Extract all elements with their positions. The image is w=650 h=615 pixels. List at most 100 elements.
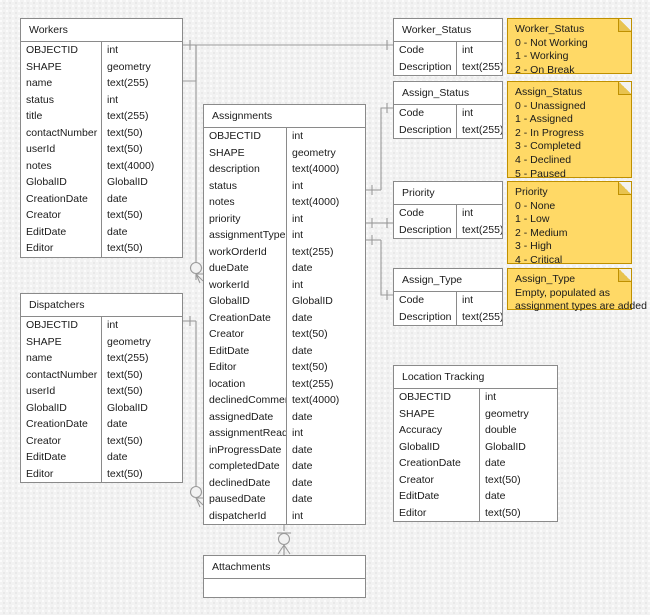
entity-attachments[interactable]: Attachments bbox=[203, 555, 366, 598]
note-line: 2 - Medium bbox=[515, 226, 568, 239]
link-assign-type bbox=[380, 240, 393, 296]
field-name: workOrderId bbox=[209, 245, 267, 258]
field-type: date bbox=[479, 488, 557, 505]
field-row: workOrderId text(255) bbox=[204, 243, 365, 260]
field-type: geometry bbox=[101, 333, 182, 350]
field-name: EditDate bbox=[26, 451, 67, 463]
field-name: notes bbox=[209, 196, 235, 208]
field-name: EditDate bbox=[399, 490, 440, 502]
field-type: date bbox=[286, 408, 365, 425]
field-name: CreationDate bbox=[399, 457, 461, 469]
field-name: status bbox=[26, 93, 55, 106]
field-row: EditDate date bbox=[394, 488, 557, 505]
field-type: geometry bbox=[286, 144, 365, 161]
field-name: SHAPE bbox=[209, 146, 245, 159]
field-type: int bbox=[456, 205, 502, 222]
field-type: int bbox=[456, 42, 502, 59]
field-type: text(50) bbox=[101, 383, 182, 400]
entity-fields bbox=[204, 579, 365, 597]
field-name: Code bbox=[399, 107, 425, 119]
field-type: text(255) bbox=[286, 243, 365, 260]
field-type: text(4000) bbox=[286, 194, 365, 211]
card-circle-attachments bbox=[277, 532, 291, 546]
field-type: text(50) bbox=[101, 432, 182, 449]
field-type: text(50) bbox=[286, 359, 365, 376]
crowfoot-attachments bbox=[277, 544, 291, 555]
entity-title: Assign_Status bbox=[394, 82, 502, 105]
field-name: pausedDate bbox=[209, 493, 266, 505]
field-name: Description bbox=[399, 123, 452, 136]
field-name: assignedDate bbox=[209, 410, 274, 423]
field-type: date bbox=[479, 455, 557, 472]
field-type: date bbox=[286, 441, 365, 458]
field-name: Description bbox=[399, 60, 452, 73]
field-name: Creator bbox=[399, 473, 435, 486]
field-name: CreationDate bbox=[26, 418, 88, 430]
note-line: 3 - High bbox=[515, 240, 552, 253]
field-type: int bbox=[286, 507, 365, 524]
note-line: 3 - Completed bbox=[515, 140, 581, 153]
note-title: Worker_Status bbox=[515, 23, 585, 35]
entity-title: Priority bbox=[394, 182, 502, 205]
field-name: declinedComment bbox=[209, 394, 286, 406]
note-title: Priority bbox=[515, 186, 548, 198]
field-name: OBJECTID bbox=[26, 44, 78, 56]
field-type: int bbox=[286, 425, 365, 442]
field-row: SHAPE geometry bbox=[204, 144, 365, 161]
field-name: declinedDate bbox=[209, 476, 271, 489]
field-type: int bbox=[286, 227, 365, 244]
field-name: name bbox=[26, 352, 53, 364]
note-title: Assign_Status bbox=[515, 86, 583, 98]
field-name: dueDate bbox=[209, 262, 249, 274]
entity-title: Worker_Status bbox=[394, 19, 502, 42]
field-name: Editor bbox=[26, 242, 54, 254]
field-type: text(255) bbox=[456, 58, 502, 75]
field-name: contactNumber bbox=[26, 126, 98, 139]
field-type: date bbox=[101, 190, 182, 207]
field-name: OBJECTID bbox=[399, 391, 451, 403]
field-name: OBJECTID bbox=[26, 319, 78, 331]
field-type: text(50) bbox=[479, 504, 557, 521]
field-type: int bbox=[101, 317, 182, 334]
entity-empty-row bbox=[204, 579, 365, 597]
entity-title: Assignments bbox=[204, 105, 365, 128]
field-type: text(50) bbox=[101, 240, 182, 257]
field-type: text(50) bbox=[479, 471, 557, 488]
field-name: GlobalID bbox=[26, 401, 67, 414]
